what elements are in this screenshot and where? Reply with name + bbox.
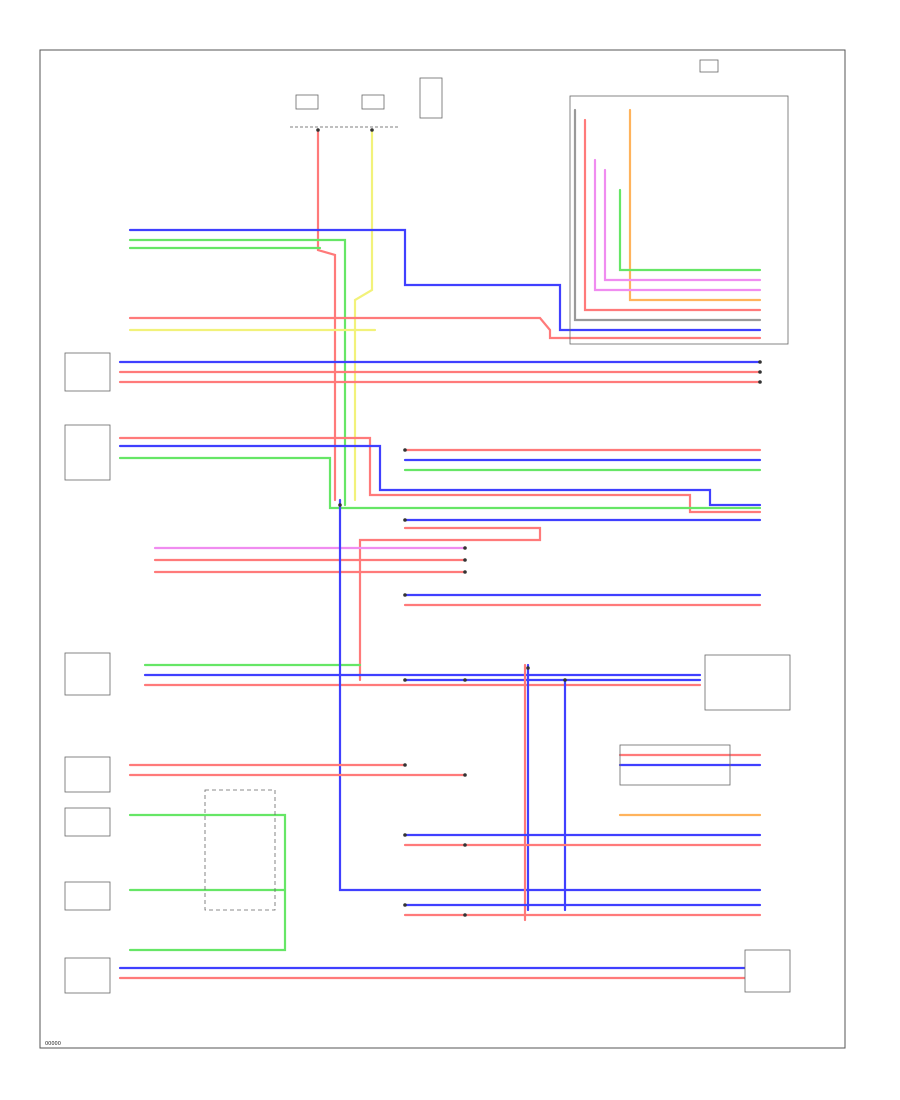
unit-connector-g <box>64 957 111 994</box>
splice-dot-1 <box>316 128 320 132</box>
wire-green-48 <box>618 188 762 272</box>
footer-code: 00000 <box>45 1041 61 1047</box>
combination-meter-block <box>569 95 789 345</box>
control-unit-right <box>704 654 791 711</box>
unit-connector-a <box>64 352 111 392</box>
splice-dot-10 <box>403 903 407 907</box>
wire-blue-3 <box>128 228 762 332</box>
splice-points <box>316 128 762 917</box>
splice-dot-4 <box>403 448 407 452</box>
splice-dot-21 <box>526 666 530 670</box>
splice-dot-11 <box>463 546 467 550</box>
ground-top <box>699 59 719 73</box>
fuse-box-1 <box>295 94 319 110</box>
splice-dot-14 <box>463 678 467 682</box>
wire-red-11 <box>118 436 762 514</box>
wire-green-13 <box>118 456 762 510</box>
splice-dot-12 <box>463 558 467 562</box>
wire-green-39 <box>128 813 287 952</box>
wire-yellow-2 <box>353 128 374 502</box>
wires-layer <box>118 108 762 980</box>
splice-dot-17 <box>463 913 467 917</box>
splice-dot-7 <box>403 678 407 682</box>
components <box>64 95 791 994</box>
fuse-label-box <box>419 77 443 119</box>
splice-dot-20 <box>758 380 762 384</box>
fuse-box-2 <box>361 94 385 110</box>
wire-blue-28 <box>338 498 762 892</box>
splice-dot-5 <box>403 518 407 522</box>
splice-dot-13 <box>463 570 467 574</box>
diagram-border <box>39 49 846 1049</box>
wire-red-1 <box>316 128 337 502</box>
unit-connector-e <box>64 807 111 837</box>
splice-dot-8 <box>403 763 407 767</box>
switch-module-dashed <box>204 789 276 911</box>
sensor-block <box>619 744 731 786</box>
unit-connector-d <box>64 756 111 793</box>
splice-dot-9 <box>403 833 407 837</box>
fuse-feed-group <box>290 59 719 128</box>
wire-gray-50 <box>573 108 762 322</box>
splice-dot-3 <box>338 503 342 507</box>
ecu-bottom-right <box>744 949 791 993</box>
unit-connector-b <box>64 424 111 481</box>
wire-red-6 <box>128 316 762 340</box>
wire-red-49 <box>583 118 762 312</box>
wire-blue-12 <box>118 444 762 507</box>
wire-red-18 <box>358 526 542 682</box>
unit-connector-f <box>64 881 111 911</box>
splice-dot-16 <box>463 843 467 847</box>
splice-dot-18 <box>758 360 762 364</box>
splice-dot-2 <box>370 128 374 132</box>
splice-dot-6 <box>403 593 407 597</box>
splice-dot-15 <box>463 773 467 777</box>
splice-dot-22 <box>563 678 567 682</box>
wire-magenta-46 <box>593 158 762 292</box>
unit-connector-c <box>64 652 111 696</box>
wire-orange-45 <box>628 108 762 302</box>
wire-magenta-47 <box>603 168 762 282</box>
splice-dot-19 <box>758 370 762 374</box>
wire-green-4 <box>128 238 347 507</box>
